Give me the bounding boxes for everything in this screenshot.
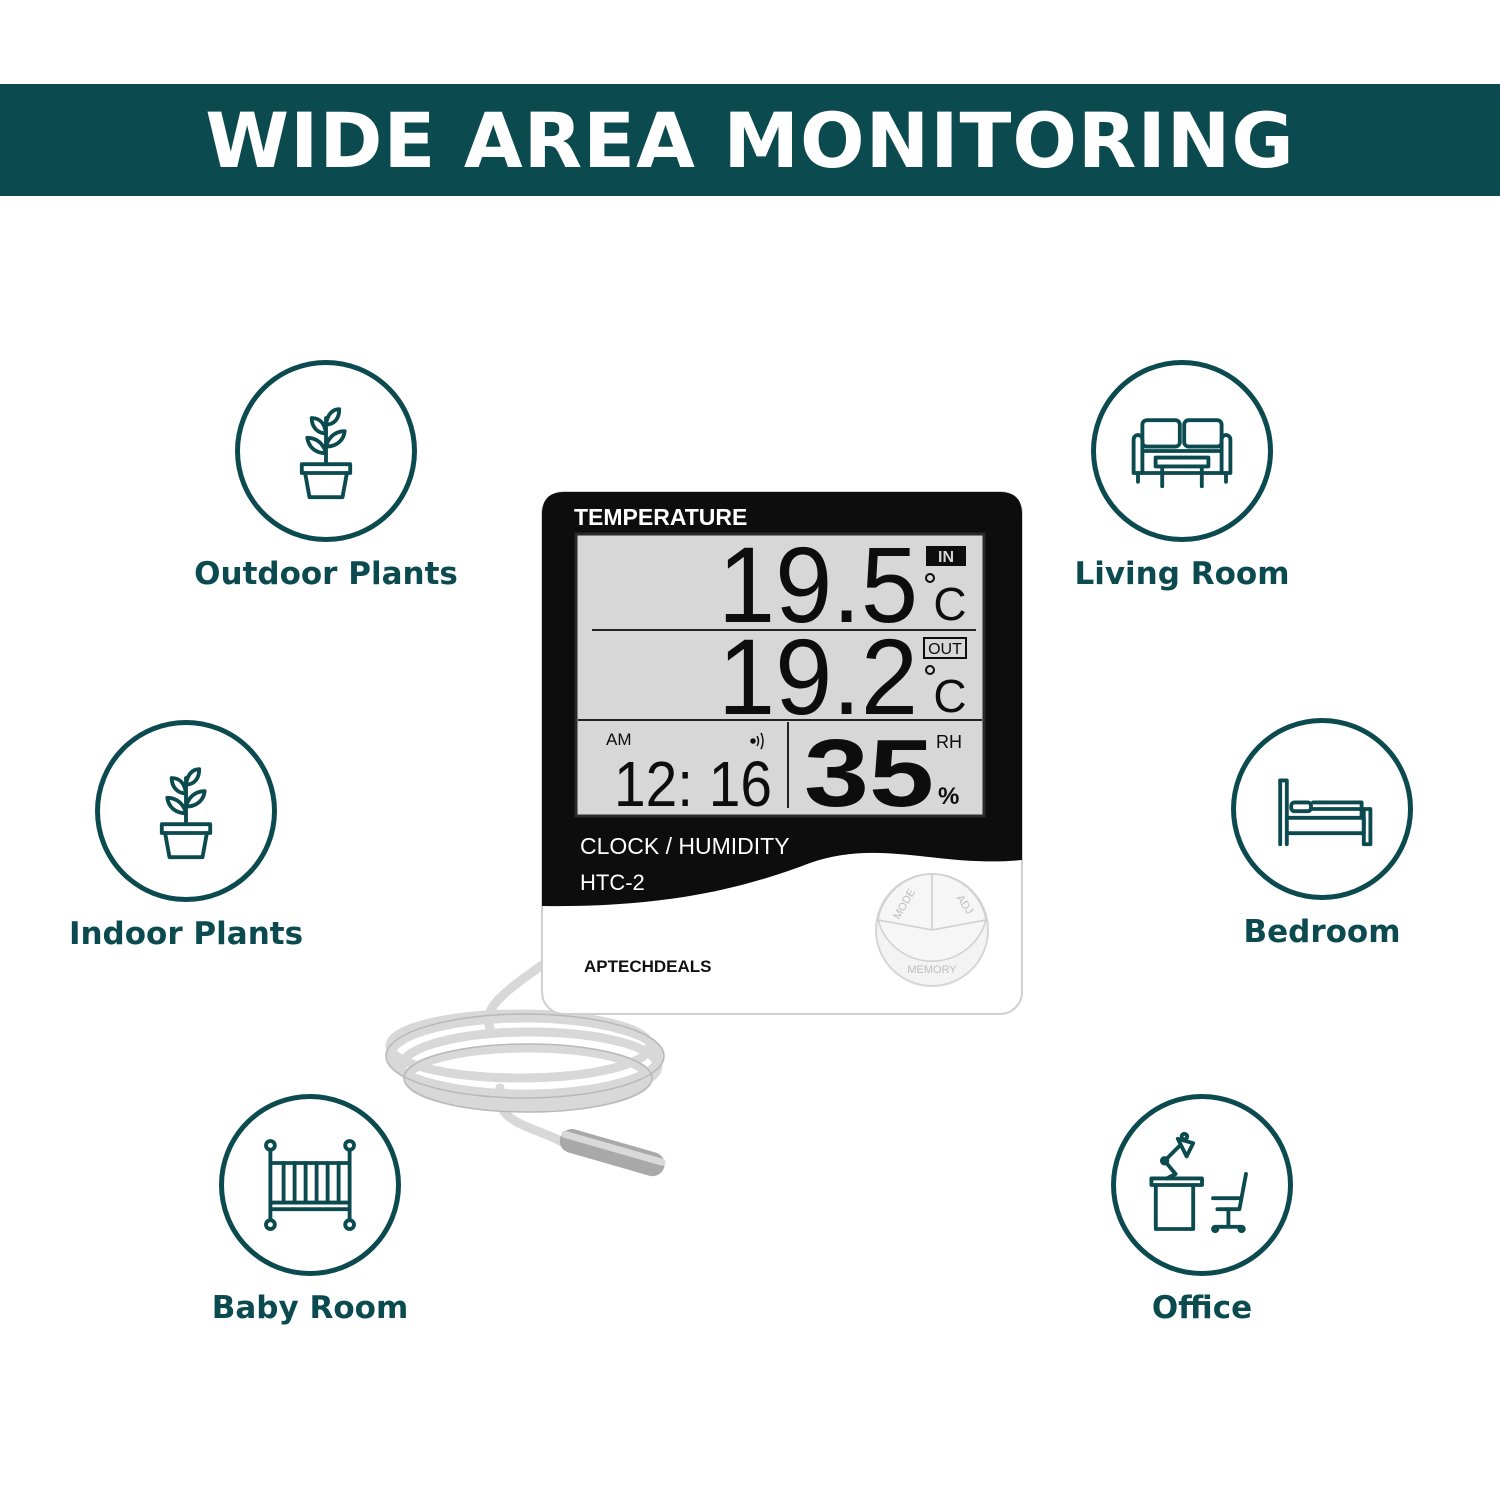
thermometer-hygrometer-device: TEMPERATURE 19.5 IN C 19.2 OUT C AM 12: … [385, 491, 1023, 1177]
memory-button[interactable]: MEMORY [876, 919, 988, 976]
feature-outdoor-plants: Outdoor Plants [146, 360, 506, 592]
control-buttons: MODE ADJ MEMORY [875, 873, 989, 987]
desk-lamp-chair-icon [1149, 1131, 1248, 1234]
potted-plant-icon [299, 407, 353, 500]
page-title: WIDE AREA MONITORING [205, 95, 1295, 185]
feature-bedroom: Bedroom [1142, 718, 1500, 950]
sofa-icon [1131, 418, 1233, 489]
feature-indoor-plants: Indoor Plants [6, 720, 366, 952]
humidity-tag: RH [936, 732, 962, 752]
lcd-screen [574, 532, 986, 818]
model-label: HTC-2 [580, 870, 645, 895]
feature-label: Baby Room [211, 1290, 409, 1326]
outdoor-temperature: 19.2 [718, 616, 918, 737]
feature-label: Living Room [1074, 556, 1290, 592]
humidity-value: 35 [804, 720, 934, 827]
sensor-cable-outline [385, 1013, 665, 1113]
crib-icon [264, 1139, 356, 1231]
indoor-temp-unit: C [933, 578, 966, 630]
feature-label: Outdoor Plants [194, 556, 458, 592]
title-banner: WIDE AREA MONITORING [0, 84, 1500, 196]
device-header: TEMPERATURE [574, 504, 747, 530]
indoor-temperature: 19.5 [718, 524, 918, 645]
outdoor-tag: OUT [928, 641, 962, 658]
bed-icon [1278, 778, 1373, 847]
memory-button-label: MEMORY [907, 964, 957, 976]
indoor-tag: IN [938, 549, 954, 566]
clock-period: AM [606, 730, 632, 749]
mode-button[interactable]: MODE [877, 873, 933, 931]
feature-label: Indoor Plants [68, 916, 304, 952]
sensor-probe [559, 1129, 666, 1177]
humidity-unit: % [938, 783, 959, 810]
feature-baby-room: Baby Room [130, 1094, 490, 1326]
alarm-signal-icon [750, 732, 764, 750]
mode-label: CLOCK / HUMIDITY [580, 833, 790, 859]
outdoor-temp-unit: C [933, 670, 966, 722]
potted-plant-icon [159, 767, 213, 860]
feature-office: Office [1022, 1094, 1382, 1326]
feature-label: Bedroom [1243, 914, 1401, 950]
adj-button[interactable]: ADJ [931, 873, 987, 931]
clock-time: 12: 16 [614, 748, 772, 820]
feature-label: Office [1151, 1290, 1253, 1326]
feature-living-room: Living Room [1002, 360, 1362, 592]
brand-label: APTECHDEALS [584, 957, 712, 976]
